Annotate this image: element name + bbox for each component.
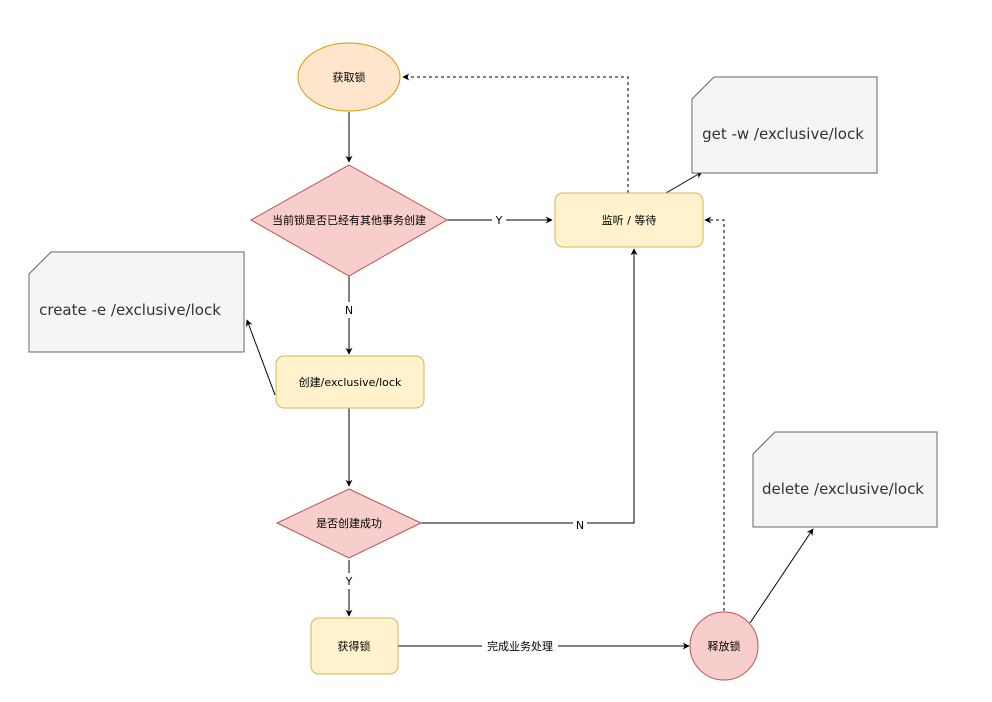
node-check-exists-label: 当前锁是否已经有其他事务创建 xyxy=(272,213,426,227)
note-get-watch-text: get -w /exclusive/lock xyxy=(702,125,864,143)
note-get-watch[interactable]: get -w /exclusive/lock xyxy=(691,76,878,174)
edge-success-to-listen xyxy=(421,248,638,524)
node-listen-wait-label: 监听 / 等待 xyxy=(602,213,657,227)
edge-label-no-create: N xyxy=(345,304,353,317)
node-release-lock-label: 释放锁 xyxy=(708,639,741,653)
edges xyxy=(245,73,814,650)
node-create-lock-label: 创建/exclusive/lock xyxy=(299,375,402,389)
edge-release-to-listen xyxy=(704,216,725,611)
node-acquire-lock-label: 获取锁 xyxy=(333,70,366,84)
node-got-lock-label: 获得锁 xyxy=(338,639,371,653)
node-check-success-label: 是否创建成功 xyxy=(316,516,382,530)
edge-release-to-delete-note xyxy=(749,528,814,624)
note-create-cmd[interactable]: create -e /exclusive/lock xyxy=(28,251,245,353)
note-create-cmd-text: create -e /exclusive/lock xyxy=(39,301,221,319)
edge-listen-to-get-note xyxy=(665,171,703,194)
node-listen-wait[interactable]: 监听 / 等待 xyxy=(554,192,704,248)
node-check-exists[interactable]: 当前锁是否已经有其他事务创建 xyxy=(249,164,449,277)
node-create-lock[interactable]: 创建/exclusive/lock xyxy=(275,355,425,409)
note-delete-cmd-text: delete /exclusive/lock xyxy=(762,480,924,498)
edge-labels: Y N N Y 完成业务处理 xyxy=(342,212,587,654)
edge-label-yes-listen: Y xyxy=(495,214,503,227)
edge-label-no-listen: N xyxy=(576,519,584,532)
edge-label-yes-got: Y xyxy=(345,575,353,588)
edge-label-finish-business: 完成业务处理 xyxy=(487,639,553,653)
note-delete-cmd[interactable]: delete /exclusive/lock xyxy=(752,431,938,528)
edge-listen-to-acquire xyxy=(402,73,629,193)
edge-create-to-note xyxy=(245,319,276,396)
node-check-success[interactable]: 是否创建成功 xyxy=(275,488,423,559)
node-got-lock[interactable]: 获得锁 xyxy=(310,617,399,675)
node-release-lock[interactable]: 释放锁 xyxy=(689,611,759,681)
node-acquire-lock[interactable]: 获取锁 xyxy=(297,42,401,112)
